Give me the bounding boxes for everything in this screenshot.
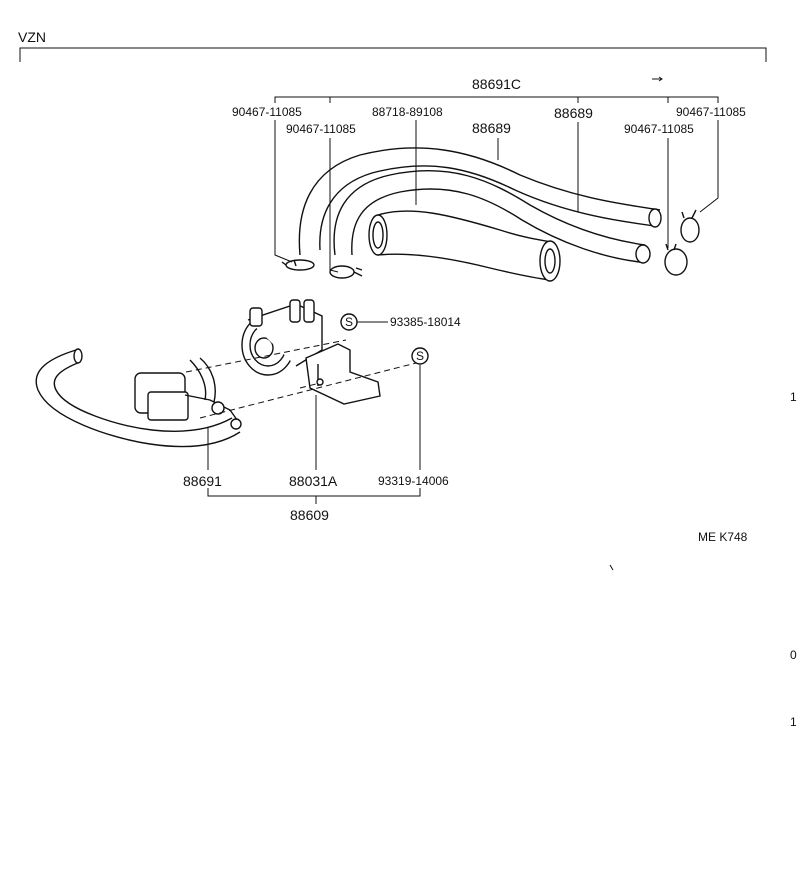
arrow-mark-icon bbox=[652, 76, 663, 82]
lower-leader-lines bbox=[207, 365, 421, 504]
edge-mark: 0 bbox=[790, 648, 797, 662]
clamp-left-outer-label: 90467-11085 bbox=[232, 105, 302, 119]
hose-short-label: 88718-89108 bbox=[372, 105, 443, 119]
hose-middle-label: 88689 bbox=[472, 120, 511, 136]
mounting-bracket bbox=[305, 343, 381, 405]
clamp-icon bbox=[664, 243, 688, 276]
clamp-icon bbox=[680, 209, 700, 243]
assembly-dashed-lines bbox=[185, 339, 421, 419]
hose-kit-label: 88691C bbox=[472, 76, 521, 92]
header-bracket bbox=[19, 47, 767, 62]
clamp-icon bbox=[329, 265, 363, 279]
hose-long-curved bbox=[298, 147, 662, 256]
vsv-body bbox=[134, 357, 242, 430]
clamp-left-inner-label: 90467-11085 bbox=[286, 122, 356, 136]
clamp-right-inner-label: 90467-11085 bbox=[624, 122, 694, 136]
top-leader-lines bbox=[274, 120, 719, 273]
drawing-code: ME K748 bbox=[698, 530, 748, 544]
variant-label: VZN bbox=[18, 29, 46, 45]
vsv-assembly-label: 88031A bbox=[289, 473, 338, 489]
screw-top-label: 93385-18014 bbox=[390, 315, 461, 329]
screw-symbol-icon: S bbox=[340, 313, 358, 331]
vacuum-hose-label: 88691 bbox=[183, 473, 222, 489]
clamp-icon bbox=[281, 259, 315, 271]
svg-text:S: S bbox=[416, 349, 424, 363]
hose-right-label: 88689 bbox=[554, 105, 593, 121]
screw-symbol-icon: S bbox=[411, 347, 429, 365]
edge-mark: 1 bbox=[790, 715, 797, 729]
hose-middle-curved bbox=[333, 169, 651, 264]
hose-kit-bracket bbox=[274, 96, 719, 103]
valve-set-label: 88609 bbox=[290, 507, 329, 523]
scan-speck bbox=[609, 564, 614, 571]
vacuum-hose bbox=[35, 348, 241, 448]
hose-short-straight bbox=[368, 210, 561, 282]
clamp-right-outer-label: 90467-11085 bbox=[676, 105, 746, 119]
edge-mark: 1 bbox=[790, 390, 797, 404]
vacuum-regulator bbox=[241, 299, 323, 376]
svg-text:S: S bbox=[345, 315, 353, 329]
screw-bottom-label: 93319-14006 bbox=[378, 474, 449, 488]
